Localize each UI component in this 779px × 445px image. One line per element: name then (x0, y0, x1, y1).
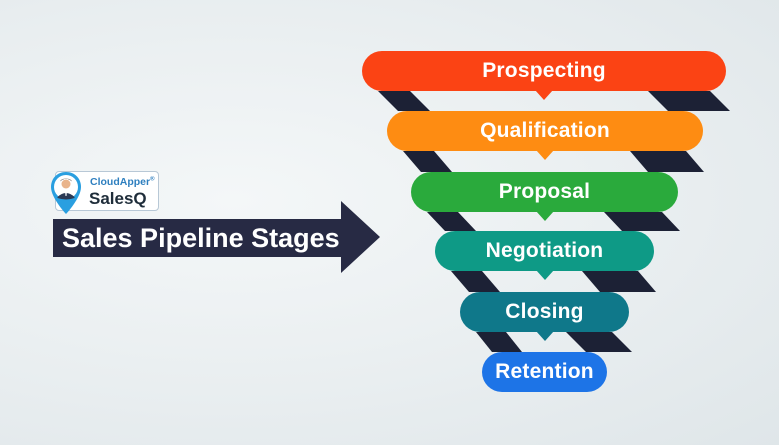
stage-retention: Retention (482, 352, 607, 392)
shadow-band (604, 212, 680, 231)
avatar-pin-icon (51, 172, 81, 214)
stage-label: Qualification (480, 119, 610, 142)
stage-proposal: Proposal (411, 172, 678, 221)
shadow-band (427, 212, 476, 231)
stage-label: Retention (495, 360, 594, 383)
shadow-band (582, 271, 656, 292)
stage-prospecting: Prospecting (362, 51, 726, 100)
stage-pointer (536, 150, 554, 160)
logo-product: SalesQ (89, 189, 147, 208)
page-title: Sales Pipeline Stages (62, 222, 340, 253)
stage-label: Proposal (498, 180, 591, 203)
title-arrow (53, 201, 380, 273)
shadow-band (451, 271, 500, 292)
stage-pointer (535, 90, 553, 100)
shadow-band (403, 151, 452, 172)
stage-qualification: Qualification (387, 111, 703, 160)
shadow-band (378, 91, 430, 111)
stage-negotiation: Negotiation (435, 231, 654, 280)
logo-trademark: ® (150, 176, 155, 183)
logo-brand-text: CloudApper® (90, 176, 155, 188)
shadow-band (648, 91, 730, 111)
stage-label: Prospecting (482, 59, 606, 82)
logo-brand: CloudApper (90, 176, 151, 188)
shadow-band (476, 332, 522, 352)
stage-pointer (535, 211, 554, 221)
stage-pointer (535, 331, 554, 341)
stage-pointer (535, 270, 554, 280)
shadow-band (566, 332, 632, 352)
stage-label: Negotiation (485, 239, 604, 262)
shadow-band (630, 151, 704, 172)
stage-label: Closing (505, 300, 584, 323)
stage-closing: Closing (460, 292, 629, 341)
